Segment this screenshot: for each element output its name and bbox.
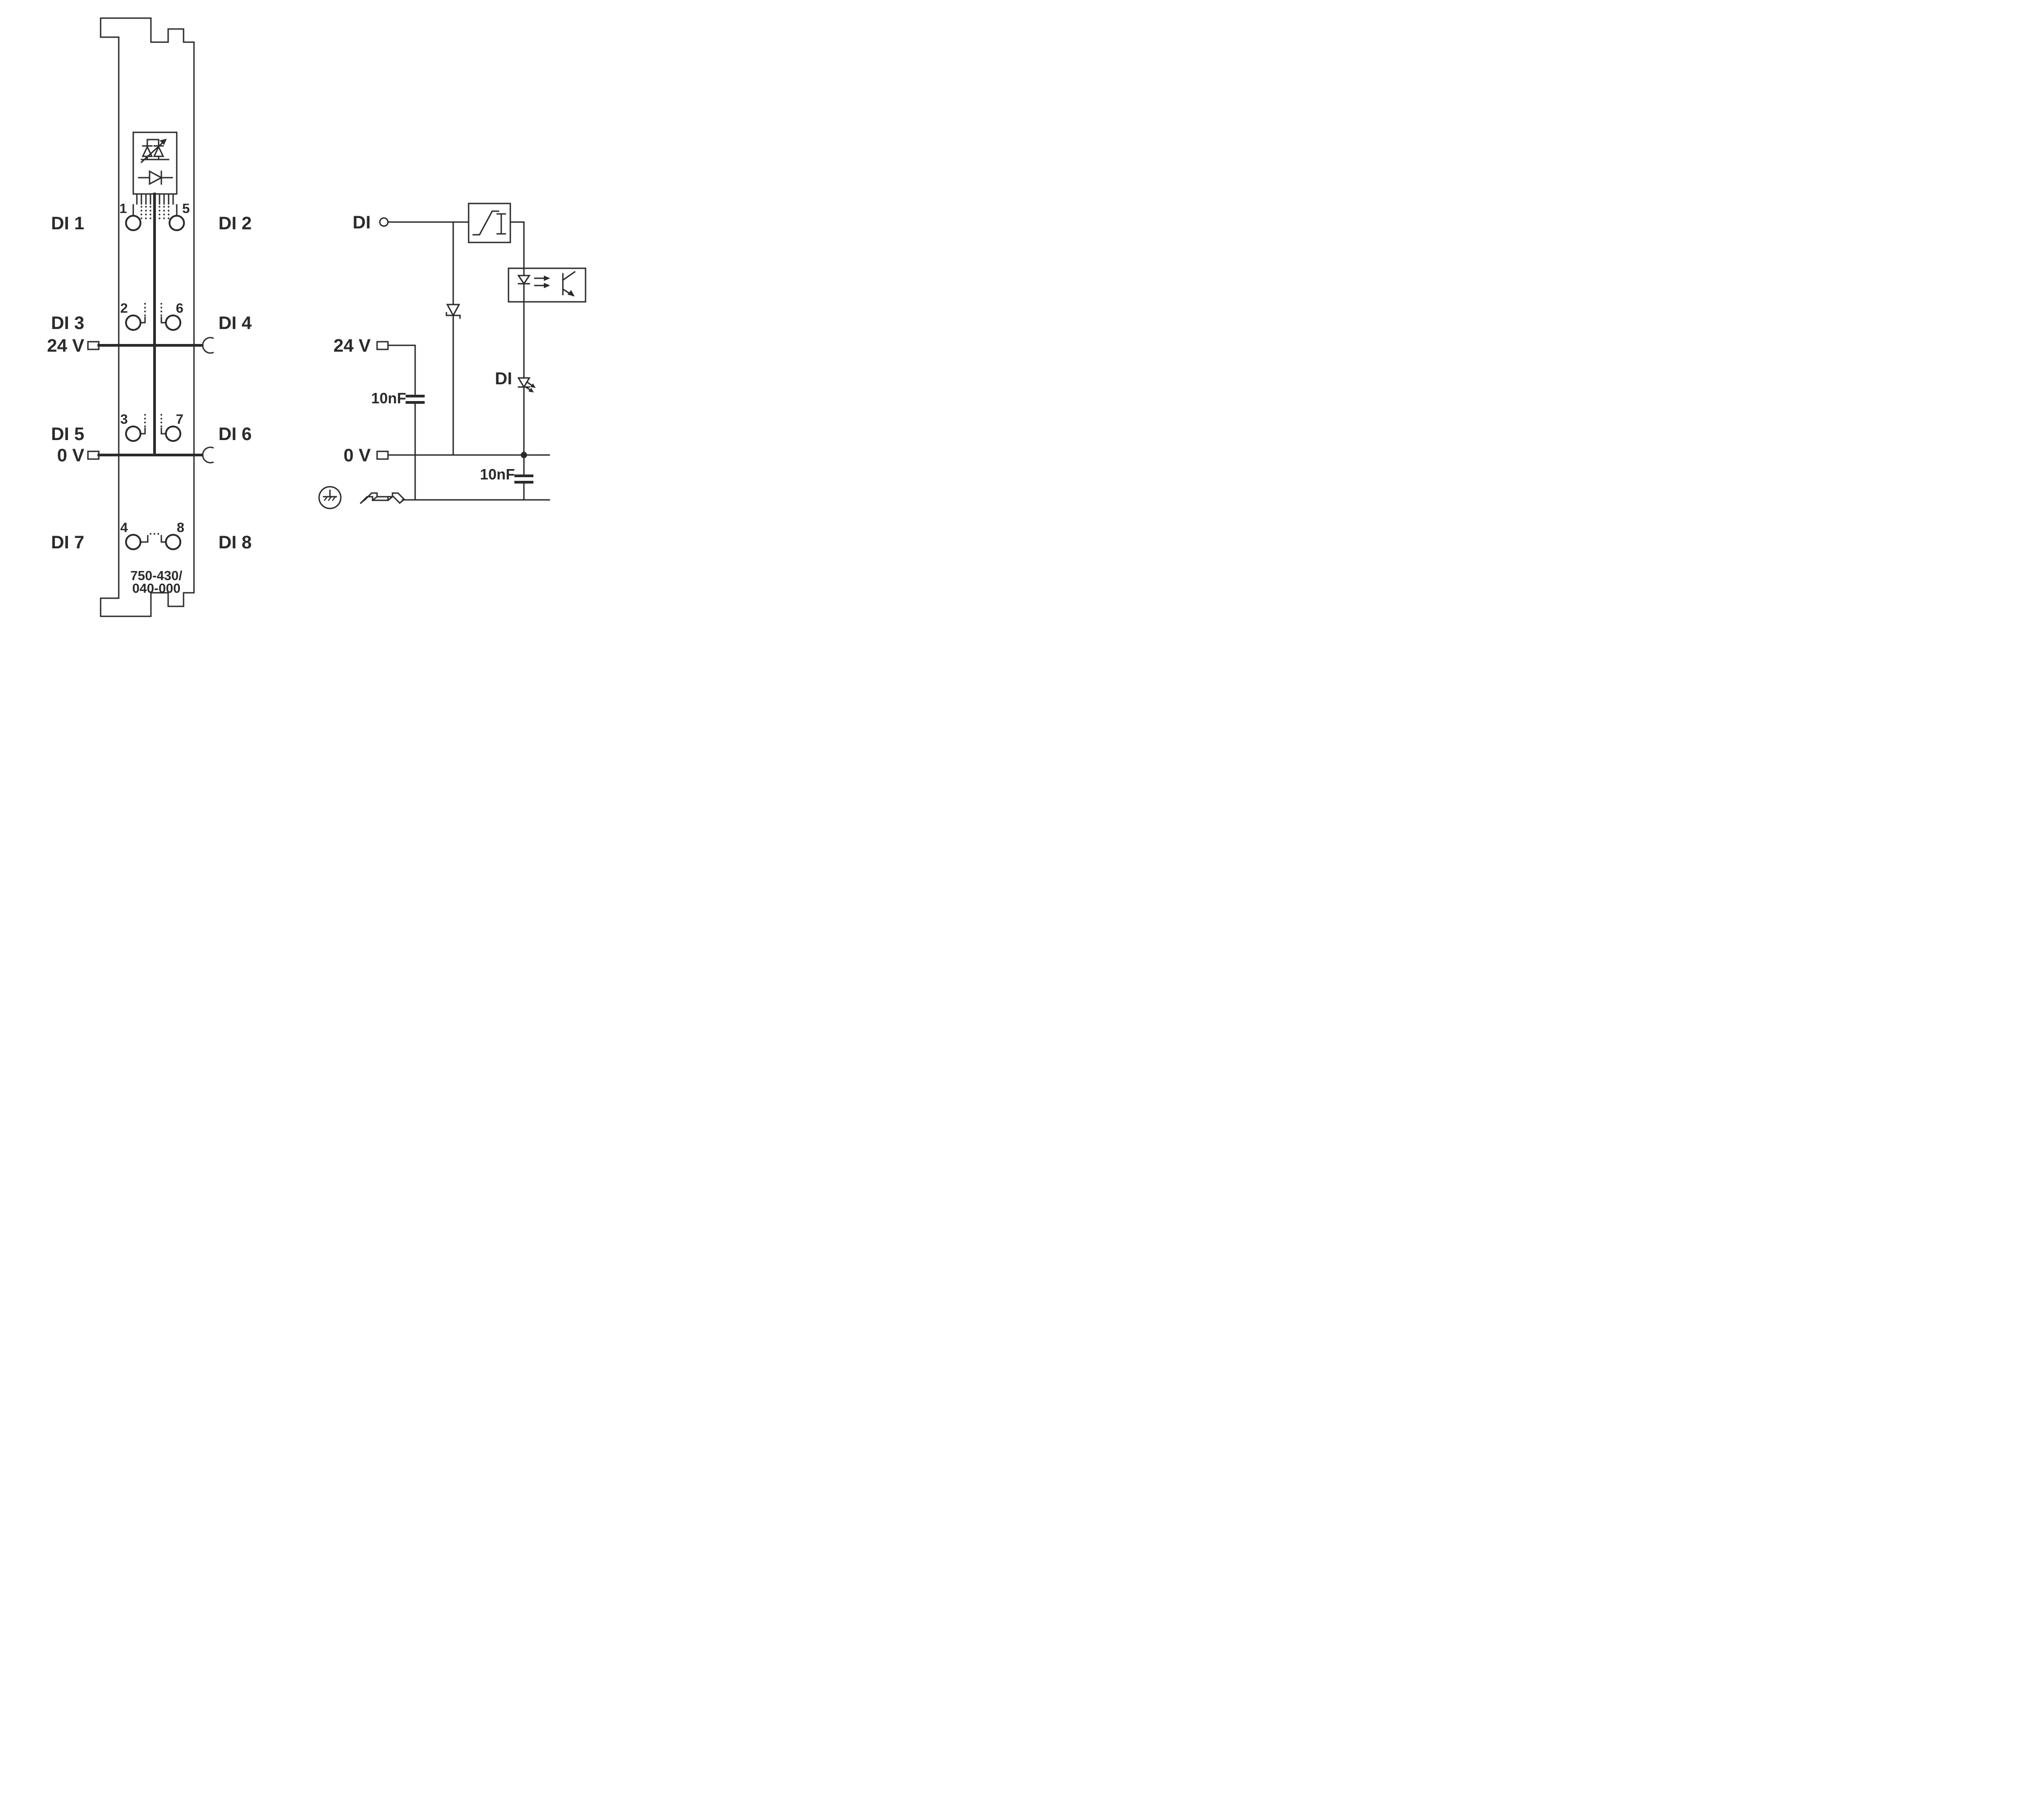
threshold-comparator-icon [468,203,525,269]
status-led-branch: DI [495,301,536,458]
circuit-box-icon [132,131,178,195]
capacitor-0v-label: 10nF [480,466,515,483]
label-di7: DI 7 [51,532,84,552]
label-di1: DI 1 [51,213,84,233]
schematic-di-label: DI [353,213,371,232]
capacitor-0v-icon [514,474,533,484]
terminal-4-contact [125,534,141,550]
schematic-0v-capacitor: 10nF [480,454,533,501]
schematic-0v-label: 0 V [344,445,371,465]
earth-ground-icon [318,486,342,509]
terminal-6-number: 6 [176,301,184,316]
schematic-0v-rail: 0 V [344,445,550,465]
terminal-7-contact [165,426,181,442]
label-di2: DI 2 [218,213,252,233]
square-terminal-icon [376,450,389,460]
protection-diode-branch [446,221,461,456]
diode-icon [138,170,173,185]
earth-and-rail [318,486,550,509]
din-rail-icon [359,492,406,504]
module-labels: DI 1 DI 2 DI 3 DI 4 24 V DI 5 DI 6 0 V D… [47,213,252,552]
label-di4: DI 4 [218,313,252,333]
socket-arc-icon [202,337,214,354]
terminal-row-3: 3 7 [120,412,184,442]
terminal-5-number: 5 [182,201,190,216]
terminal-1-contact [125,215,141,231]
led-di-label: DI [495,369,512,388]
terminal-7-number: 7 [176,412,184,427]
zener-diode-icon [446,304,461,319]
terminal-6-contact [165,315,181,331]
part-number-line1: 750-430/ [131,569,183,583]
terminal-2-contact [125,315,141,331]
label-di3: DI 3 [51,313,84,333]
schematic-24v-label: 24 V [334,336,371,356]
label-di6: DI 6 [218,424,252,444]
terminal-2-number: 2 [120,301,128,316]
square-terminal-icon [87,341,100,350]
schematic-24v-branch: 24 V 10nF [334,336,425,501]
label-24v: 24 V [47,336,85,356]
light-arrows-icon [534,276,550,288]
part-number: 750-430/ 040-000 [131,569,183,596]
module-input-circuit-box [132,131,178,195]
label-0v: 0 V [57,445,84,465]
square-terminal-icon [87,450,100,460]
terminal-row-1: 1 5 [119,201,190,231]
terminal-8-number: 8 [177,520,184,535]
terminal-8-contact [165,534,181,550]
schematic-di-input: DI [353,213,470,232]
capacitor-24v-icon [406,395,425,404]
module-0v-feed [87,446,214,464]
terminal-row-2: 2 6 [120,301,184,331]
terminal-3-contact [125,426,141,442]
terminal-row-4: 4 8 [120,520,184,550]
phototransistor-icon [562,271,576,297]
capacitor-24v-label: 10nF [371,390,406,407]
label-di5: DI 5 [51,424,84,444]
label-di8: DI 8 [218,532,252,552]
module-housing-icon [100,17,195,617]
socket-arc-icon [202,446,214,464]
square-terminal-icon [376,341,389,350]
terminal-4-number: 4 [120,520,128,535]
module-outline [100,17,195,617]
part-number-line2: 040-000 [132,581,180,596]
round-terminal-icon [379,217,389,227]
terminal-3-number: 3 [120,412,128,427]
optocoupler-icon [508,267,586,303]
status-led-icon [517,377,536,392]
surge-protection-icon [140,139,170,164]
module-24v-feed [87,337,214,354]
terminal-1-number: 1 [119,201,127,216]
terminal-5-contact [169,215,185,231]
diagram-canvas: 1 5 2 6 3 7 [0,0,711,636]
